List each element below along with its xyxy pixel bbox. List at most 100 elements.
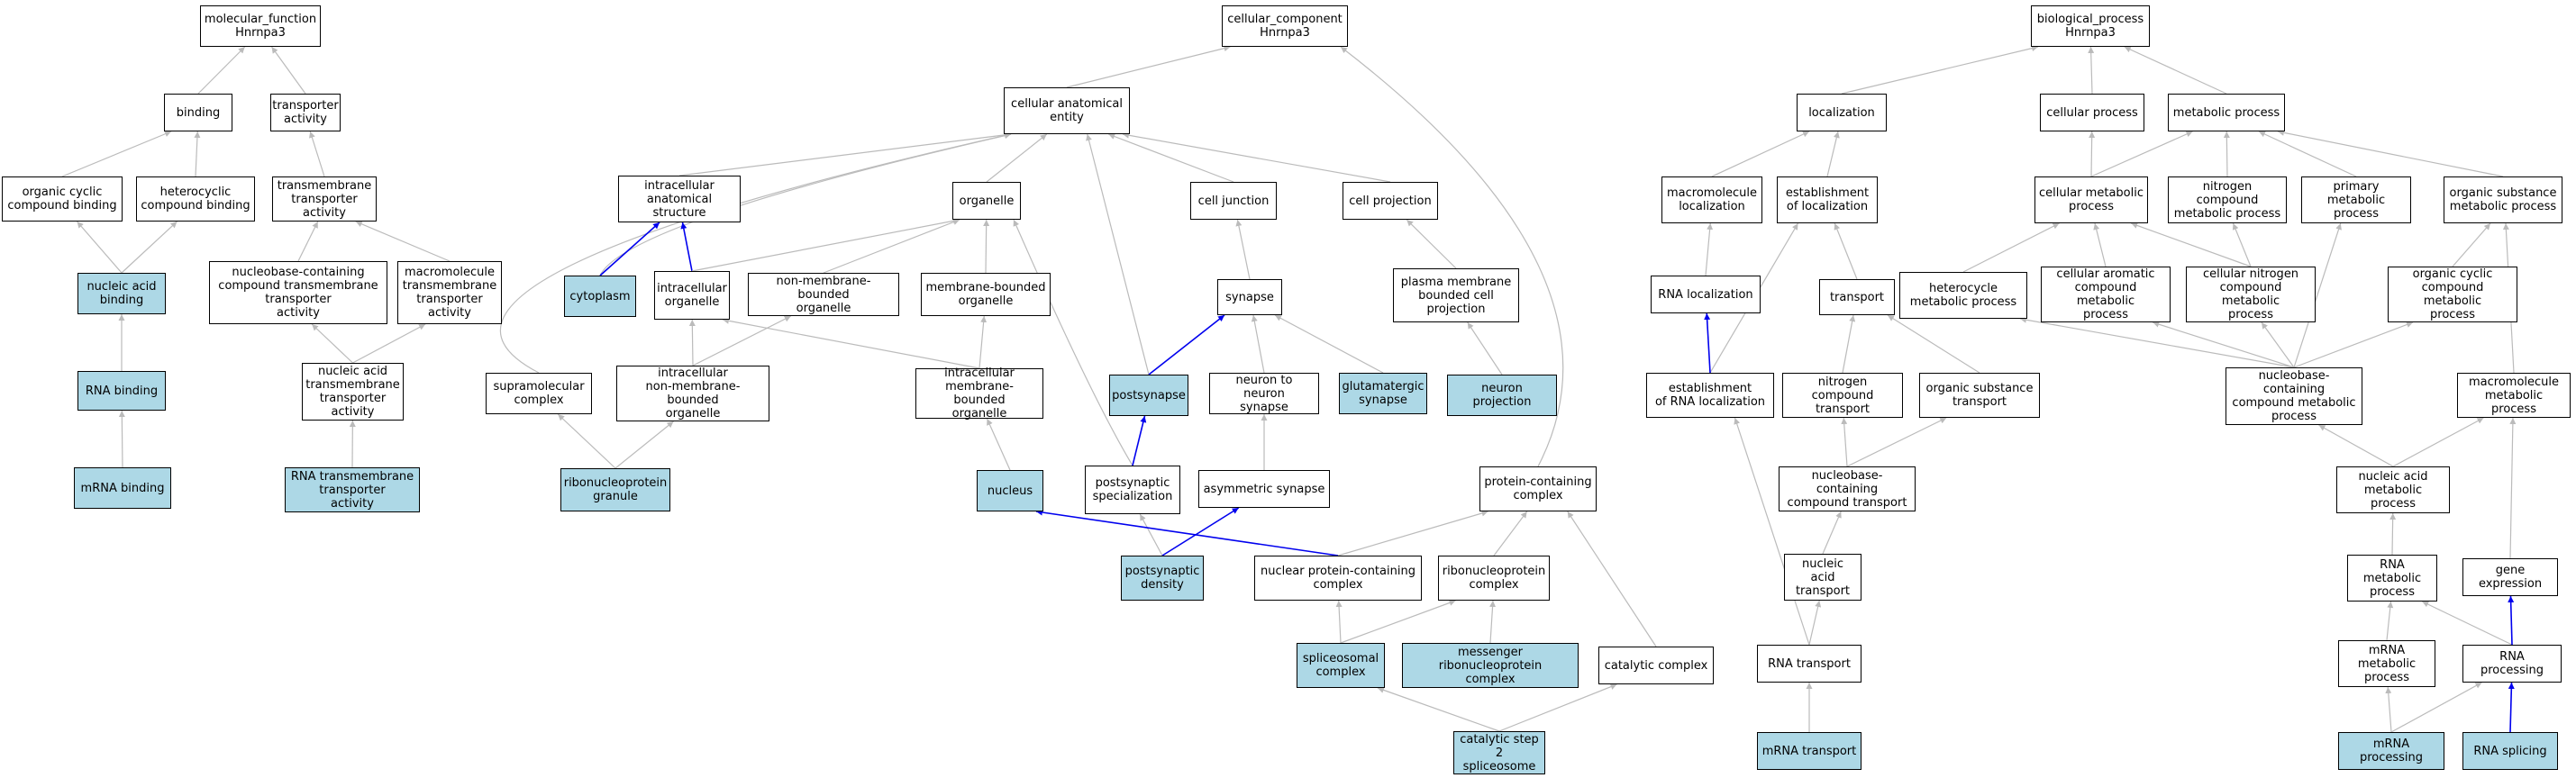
edge-organelle-to-cellular-anatomical-entity <box>986 133 1048 183</box>
edge-intra-membrane-organelle-to-intracellular-organelle <box>722 317 980 369</box>
node-rna-processing: RNA processing <box>2462 645 2562 683</box>
node-establishment-localization: establishment of localization <box>1777 176 1878 223</box>
edge-organic-substance-metabolic-to-metabolic-process <box>2277 129 2504 177</box>
edge-nuclear-protein-complex-to-protein-containing-complex <box>1337 510 1488 556</box>
node-organic-substance-transport: organic substance transport <box>1919 373 2040 418</box>
edge-cytoplasm-to-intracellular-anatomical <box>599 222 660 276</box>
node-cell-junction: cell junction <box>1190 182 1277 220</box>
node-intra-non-membrane-organelle: intracellular non-membrane-bounded organ… <box>616 366 769 421</box>
edge-catalytic-step2-spliceosome-to-spliceosomal-complex <box>1377 687 1500 732</box>
edge-binding-to-mf-root <box>197 46 246 95</box>
edge-nuclear-protein-complex-to-nucleus <box>1035 509 1339 556</box>
edge-ribonucleoprotein-complex-to-protein-containing-complex <box>1493 511 1528 556</box>
edge-nucleic-acid-binding-to-heterocyclic-binding <box>121 221 177 274</box>
node-catalytic-complex: catalytic complex <box>1598 647 1714 684</box>
node-bp-root: biological_process Hnrnpa3 <box>2031 5 2150 47</box>
edge-cellular-metabolic-process-to-cellular-process <box>2089 131 2096 177</box>
edge-intra-non-membrane-organelle-to-non-membrane-organelle <box>692 315 792 366</box>
edge-nucleic-acid-metabolic-to-macromolecule-metabolic <box>2392 417 2484 467</box>
edge-catalytic-step2-spliceosome-to-catalytic-complex <box>1498 683 1617 732</box>
node-gene-expression: gene expression <box>2462 558 2558 596</box>
edge-synapse-to-cell-junction <box>1235 219 1251 280</box>
edge-organic-cyclic-metabolic-to-organic-substance-metabolic <box>2452 222 2491 267</box>
edge-nucleic-acid-tt-to-macromolecule-tt <box>352 323 426 364</box>
node-neuron-projection: neuron projection <box>1447 375 1557 416</box>
edge-postsynaptic-density-to-asymmetric-synapse <box>1161 507 1240 556</box>
node-rna-binding: RNA binding <box>77 371 166 411</box>
edge-gene-expression-to-macromolecule-metabolic <box>2509 417 2517 559</box>
node-membrane-organelle: membrane-bounded organelle <box>921 273 1051 316</box>
edge-catalytic-complex-to-protein-containing-complex <box>1567 511 1657 647</box>
edge-ribonucleoprotein-granule-to-intra-non-membrane-organelle <box>614 421 674 469</box>
edge-nucleobase-transport-to-organic-substance-transport <box>1846 417 1947 467</box>
edge-neuron-projection-to-plasma-membrane-projection <box>1467 321 1503 375</box>
node-macromolecule-localization: macromolecule localization <box>1661 176 1762 223</box>
node-cellular-anatomical-entity: cellular anatomical entity <box>1004 87 1130 134</box>
edge-nitrogen-compound-transport-to-transport <box>1842 314 1856 374</box>
node-mrna-transport: mRNA transport <box>1757 732 1861 770</box>
edge-nucleus-to-intra-membrane-organelle <box>986 418 1011 471</box>
edge-intra-non-membrane-organelle-to-intracellular-organelle <box>688 319 696 366</box>
node-cytoplasm: cytoplasm <box>564 276 636 317</box>
edge-rna-processing-to-rna-metabolic-process <box>2421 601 2513 646</box>
edge-nucleic-acid-metabolic-to-nucleobase-metabolic <box>2318 424 2394 467</box>
node-nitrogen-compound-metabolic: nitrogen compound metabolic process <box>2168 176 2287 223</box>
edge-cellular-process-to-bp-root <box>2088 46 2095 95</box>
edge-establishment-rna-localization-to-rna-localization <box>1704 312 1711 374</box>
edge-nucleic-acid-tt-to-nucleobase-tt <box>311 323 353 364</box>
node-synapse: synapse <box>1217 279 1282 315</box>
node-messenger-rnp-complex: messenger ribonucleoprotein complex <box>1402 643 1579 688</box>
edge-nucleobase-metabolic-to-cellular-aromatic-metabolic <box>2153 321 2295 368</box>
edge-neuron-to-neuron-synapse-to-synapse <box>1251 314 1265 374</box>
edge-heterocyclic-binding-to-binding <box>194 131 201 177</box>
node-rna-splicing: RNA splicing <box>2462 732 2558 770</box>
node-nucleus: nucleus <box>977 470 1043 511</box>
edge-spliceosomal-complex-to-ribonucleoprotein-complex <box>1340 600 1456 644</box>
edge-macromolecule-localization-to-localization <box>1711 131 1810 177</box>
node-macromolecule-tt: macromolecule transmembrane transporter … <box>397 261 502 324</box>
node-postsynaptic-density: postsynaptic density <box>1121 556 1204 601</box>
edge-postsynaptic-specialization-to-postsynapse <box>1132 415 1147 466</box>
edge-organic-substance-transport-to-transport <box>1887 314 1980 374</box>
edge-rna-localization-to-macromolecule-localization <box>1705 222 1714 276</box>
node-asymmetric-synapse: asymmetric synapse <box>1198 470 1330 508</box>
node-primary-metabolic-process: primary metabolic process <box>2301 176 2411 223</box>
edge-supramolecular-complex-to-cellular-anatomical-entity <box>499 132 1012 374</box>
node-transporter-activity: transporter activity <box>270 94 341 131</box>
node-ribonucleoprotein-granule: ribonucleoprotein granule <box>560 468 670 511</box>
node-organic-substance-metabolic: organic substance metabolic process <box>2444 176 2562 223</box>
node-nucleobase-metabolic: nucleobase-containing compound metabolic… <box>2226 367 2362 425</box>
node-intracellular-anatomical: intracellular anatomical structure <box>618 176 741 222</box>
edge-intracellular-organelle-to-intracellular-anatomical <box>680 222 693 272</box>
node-cellular-metabolic-process: cellular metabolic process <box>2034 176 2148 223</box>
edge-messenger-rnp-complex-to-ribonucleoprotein-complex <box>1489 600 1497 644</box>
edge-glutamatergic-synapse-to-synapse <box>1274 314 1384 374</box>
node-nucleic-acid-transport: nucleic acid transport <box>1784 554 1861 601</box>
node-heterocyclic-binding: heterocyclic compound binding <box>136 176 255 222</box>
edge-cell-projection-to-cellular-anatomical-entity <box>1122 131 1391 183</box>
edge-cell-junction-to-cellular-anatomical-entity <box>1108 133 1234 183</box>
edge-transport-to-establishment-localization <box>1834 222 1858 280</box>
edge-rna-metabolic-process-to-nucleic-acid-metabolic <box>2389 512 2397 556</box>
edge-ribonucleoprotein-granule-to-supramolecular-complex <box>557 413 616 469</box>
edge-plasma-membrane-projection-to-cell-projection <box>1406 219 1457 269</box>
edge-nitrogen-compound-metabolic-to-metabolic-process <box>2223 131 2230 177</box>
edge-heterocycle-metabolic-to-cellular-metabolic-process <box>1962 222 2060 273</box>
node-transmembrane-transporter: transmembrane transporter activity <box>272 176 377 222</box>
node-rna-metabolic-process: RNA metabolic process <box>2347 555 2437 602</box>
edge-rna-splicing-to-rna-processing <box>2508 682 2515 733</box>
node-mf-root: molecular_function Hnrnpa3 <box>200 5 321 47</box>
node-mrna-processing: mRNA processing <box>2338 732 2444 770</box>
node-neuron-to-neuron-synapse: neuron to neuron synapse <box>1209 373 1319 414</box>
edge-macromolecule-tt-to-transmembrane-transporter <box>355 221 451 262</box>
edge-postsynaptic-density-to-postsynaptic-specialization <box>1139 513 1163 556</box>
node-nucleic-acid-tt: nucleic acid transmembrane transporter a… <box>302 363 404 421</box>
edge-cellular-anatomical-entity-to-cc-root <box>1066 45 1231 88</box>
node-glutamatergic-synapse: glutamatergic synapse <box>1339 373 1427 414</box>
edge-cellular-aromatic-metabolic-to-cellular-metabolic-process <box>2093 222 2107 267</box>
edge-rna-transport-to-nucleic-acid-transport <box>1808 600 1822 646</box>
edge-nucleobase-metabolic-to-primary-metabolic-process <box>2293 222 2342 368</box>
node-plasma-membrane-projection: plasma membrane bounded cell projection <box>1393 268 1519 322</box>
edge-cellular-nitrogen-metabolic-to-cellular-metabolic-process <box>2131 222 2252 267</box>
